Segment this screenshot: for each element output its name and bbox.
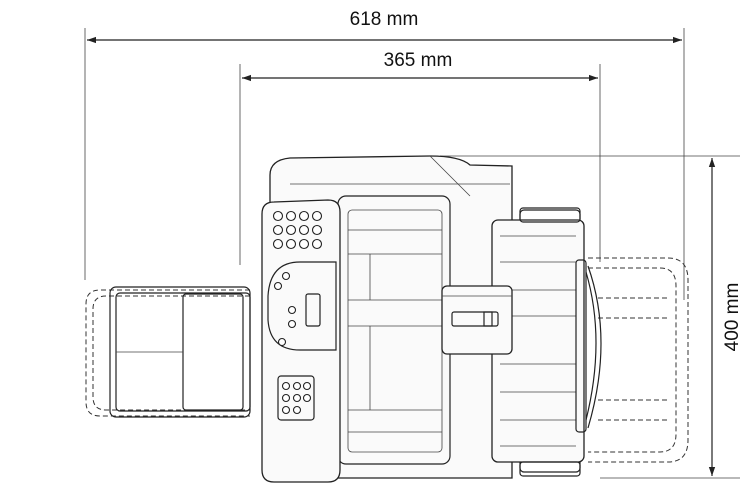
left-extended-tray — [85, 286, 251, 418]
lcd-display — [305, 293, 321, 327]
depth-label: 400 mm — [722, 283, 743, 352]
paper-guide-slot — [451, 311, 499, 327]
paper-guide — [441, 285, 513, 355]
depth-dimension: 400 mm — [440, 155, 743, 479]
function-keypad — [277, 375, 315, 421]
display-panel — [267, 261, 337, 351]
overall-width-label: 618 mm — [350, 9, 419, 30]
control-panel-housing — [261, 199, 341, 483]
body-width-dimension: 365 mm — [239, 50, 601, 265]
overall-width-dimension: 618 mm — [84, 9, 685, 300]
left-tray-guide — [182, 293, 244, 411]
control-panel — [261, 199, 341, 483]
numeric-keypad — [272, 210, 323, 250]
paper-support-curve — [585, 271, 597, 421]
paper-guide-block — [441, 285, 513, 355]
right-extended-support — [588, 257, 689, 463]
body-width-label: 365 mm — [384, 50, 453, 71]
